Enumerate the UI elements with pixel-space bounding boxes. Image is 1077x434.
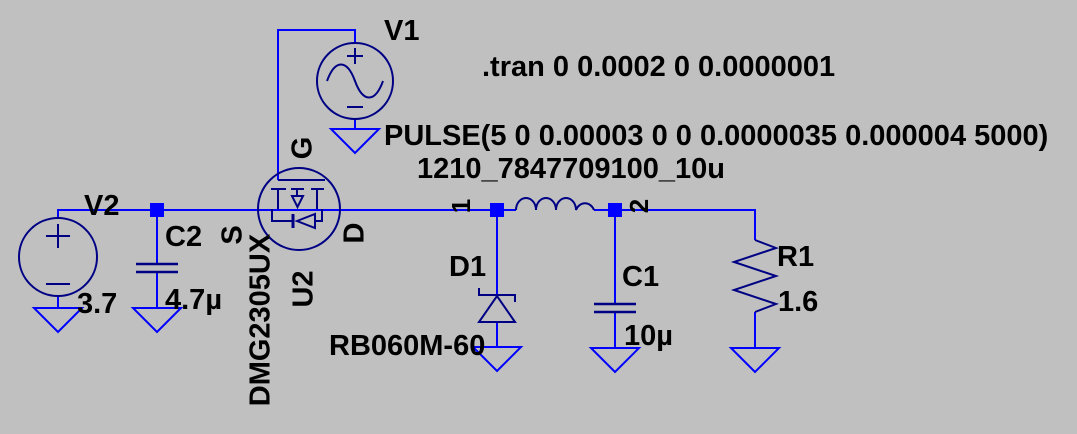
c2-plates[interactable] <box>136 262 178 274</box>
label-d1-name[interactable]: D1 <box>449 251 487 283</box>
label-c1-name[interactable]: C1 <box>622 261 660 293</box>
junction-dot <box>608 203 622 217</box>
wire-output-rail[interactable] <box>621 209 756 240</box>
label-c2-name[interactable]: C2 <box>165 221 203 253</box>
label-c2-value[interactable]: 4.7µ <box>165 284 223 316</box>
ground-symbol-v1[interactable] <box>328 128 382 155</box>
r1-zigzag[interactable] <box>730 239 780 313</box>
label-inductor-pin1: 1 <box>446 198 476 214</box>
grounds <box>31 128 782 374</box>
v1-source-symbol[interactable] <box>316 42 394 120</box>
label-u2-pin-gate: G <box>286 136 319 160</box>
label-r1-name[interactable]: R1 <box>777 241 815 273</box>
v1-sine-wave <box>326 63 384 99</box>
label-u2-name[interactable]: U2 <box>287 270 320 308</box>
label-v1-name[interactable]: V1 <box>384 15 420 47</box>
label-inductor-model[interactable]: 1210_7847709100_10u <box>417 153 726 185</box>
wire-main-rail[interactable] <box>57 209 490 218</box>
u2-body-circle[interactable] <box>257 167 341 251</box>
r1-resistor-symbol[interactable] <box>730 239 780 313</box>
u2-legs <box>277 189 318 209</box>
label-inductor-pin2: 2 <box>624 198 654 214</box>
u2-arrow <box>290 195 305 210</box>
u2-body-diode-triangle <box>294 212 316 230</box>
label-d1-model[interactable]: RB060M-60 <box>329 330 486 362</box>
label-u2-model[interactable]: DMG2305UX <box>244 233 277 407</box>
d1-triangle[interactable] <box>477 294 517 323</box>
c1-capacitor-symbol[interactable] <box>594 302 636 314</box>
label-v2-name[interactable]: V2 <box>84 190 120 222</box>
junction-dot <box>150 203 164 217</box>
c1-plates[interactable] <box>594 302 636 314</box>
label-u2-pin-drain: D <box>338 222 371 244</box>
inductor-symbol[interactable] <box>515 197 595 211</box>
junction-dots <box>150 203 622 217</box>
v1-body[interactable] <box>316 42 394 120</box>
wires <box>57 29 756 348</box>
ground-symbol-d1[interactable] <box>470 346 524 373</box>
u2-mosfet-symbol[interactable] <box>257 167 341 251</box>
label-u2-pin-source: S <box>216 225 249 245</box>
u2-body-diode-loop <box>271 209 323 222</box>
v2-plus-sign <box>46 224 70 248</box>
ground-symbol-v2[interactable] <box>31 307 85 334</box>
v1-plus-sign <box>347 48 363 64</box>
label-r1-value[interactable]: 1.6 <box>778 286 819 318</box>
c2-capacitor-symbol[interactable] <box>136 262 178 274</box>
ground-symbol-c1[interactable] <box>588 347 642 374</box>
d1-diode-symbol[interactable] <box>477 288 517 323</box>
v2-source-symbol[interactable] <box>18 217 98 297</box>
directive-tran[interactable]: .tran 0 0.0002 0 0.0000001 <box>482 51 836 83</box>
ground-symbol-c2[interactable] <box>130 307 184 334</box>
junction-dot <box>490 203 504 217</box>
v2-body[interactable] <box>18 217 98 297</box>
wire-gate-loop[interactable] <box>277 29 356 180</box>
label-c1-value[interactable]: 10µ <box>624 320 673 352</box>
inductor-coils[interactable] <box>515 197 595 211</box>
directive-pulse[interactable]: PULSE(5 0 0.00003 0 0 0.0000035 0.000004… <box>384 120 1049 152</box>
ground-symbol-r1[interactable] <box>728 347 782 374</box>
label-v2-value[interactable]: 3.7 <box>77 288 118 320</box>
